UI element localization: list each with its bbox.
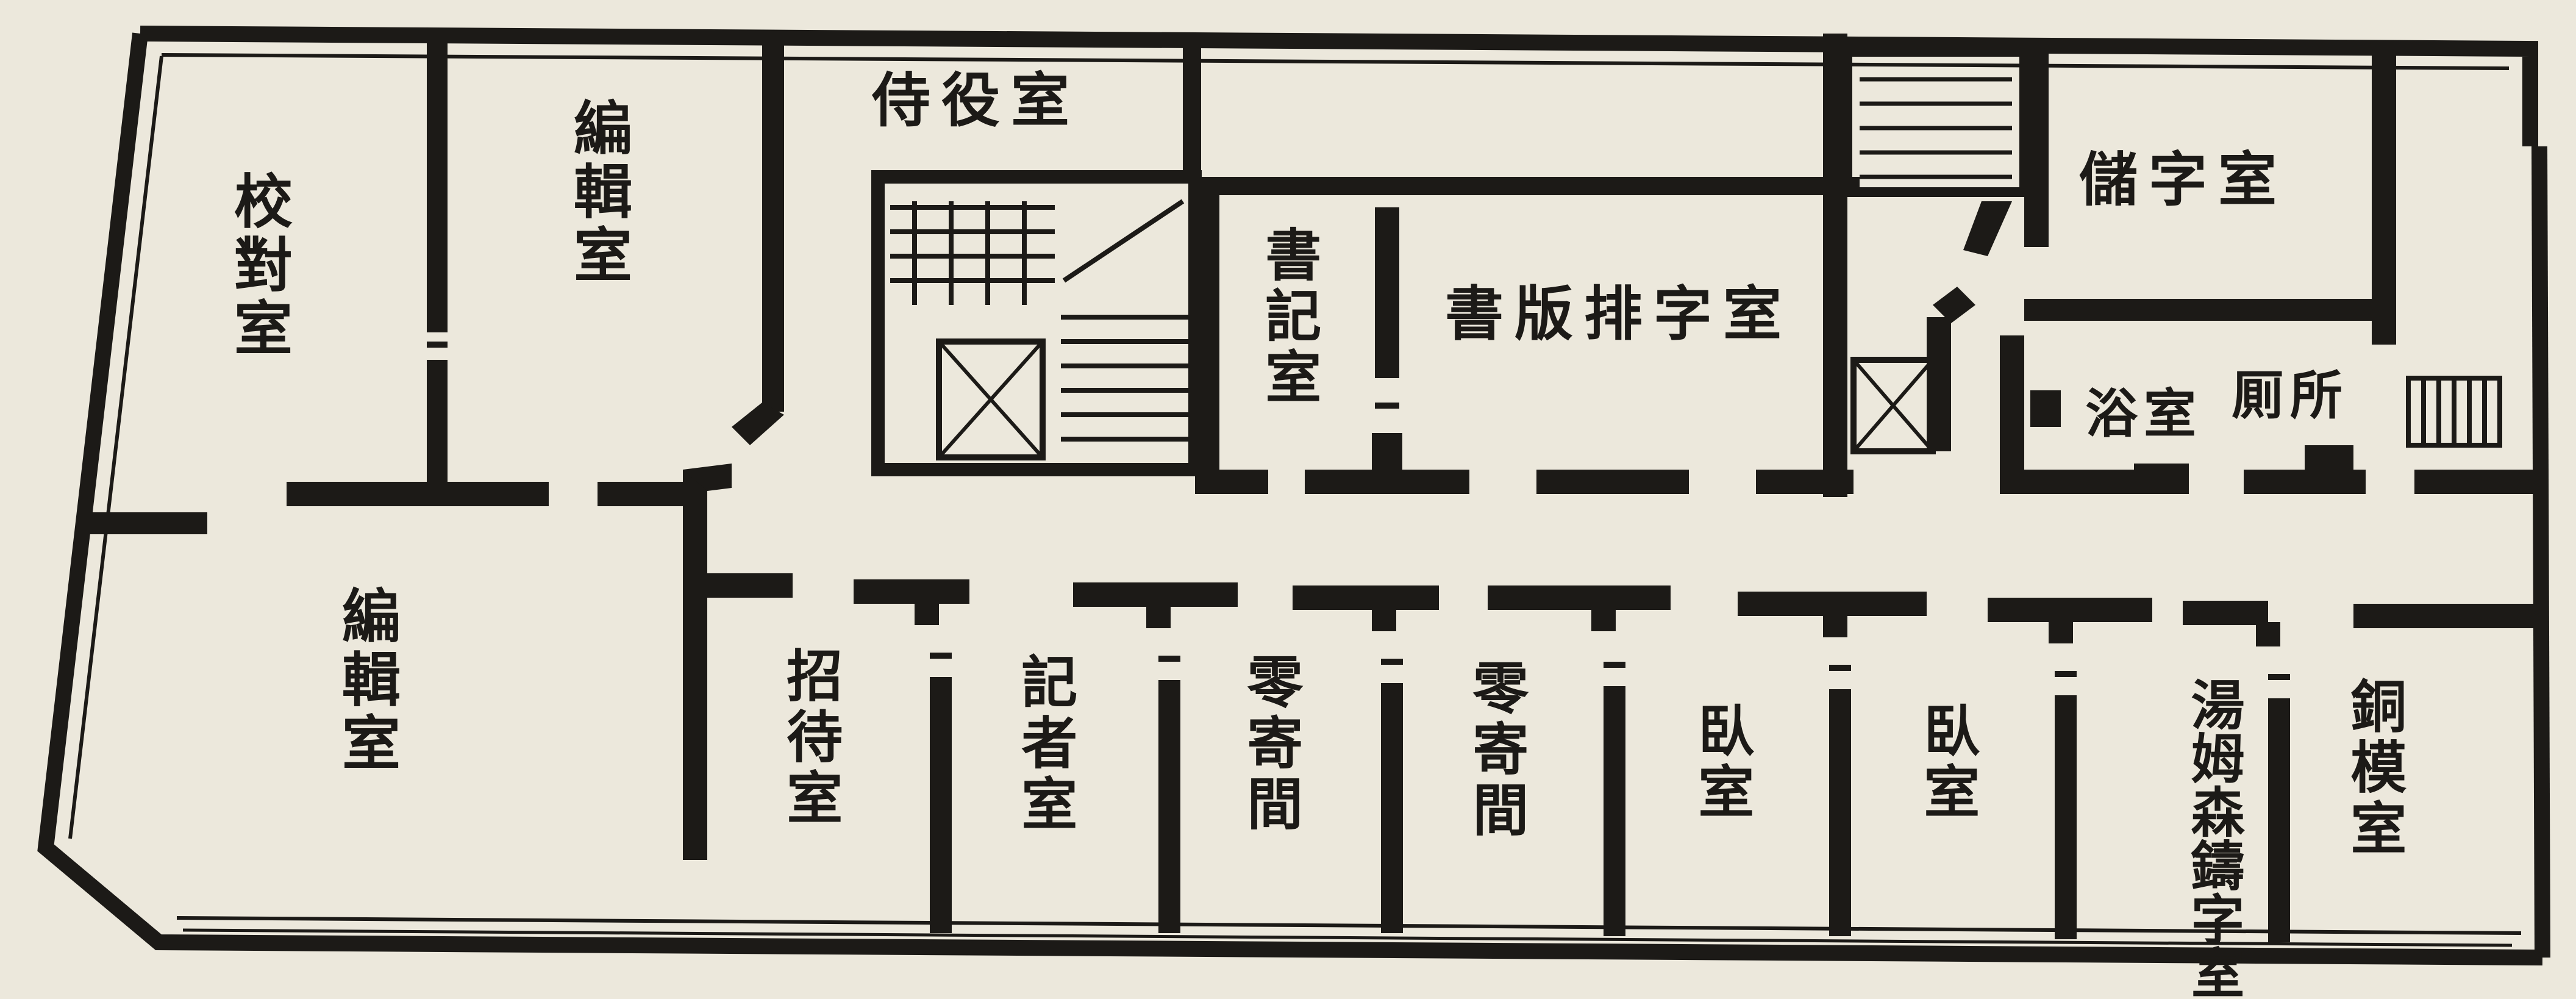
radiator (2406, 376, 2502, 448)
stair-treads-a (890, 201, 1055, 305)
corridor-lower-wall (707, 573, 2536, 628)
room-label-attendants: 侍役室 (872, 66, 1080, 135)
upper-right-stair-treads (1860, 77, 2012, 179)
bath-fixtures (2030, 390, 2353, 494)
bottom-window-strip (182, 928, 2513, 947)
upper-right-partitions (1927, 52, 2536, 494)
outer-wall-inner-lines (68, 53, 2522, 935)
room-label-toilet: 厠所 (2232, 365, 2349, 426)
room-label-copper-mould: 銅模室 (2341, 677, 2407, 860)
lower-room-partitions (930, 677, 2290, 942)
room-label-editorial-upper: 編輯室 (563, 98, 633, 288)
corridor-lower-wall-stubs (915, 601, 2280, 646)
stair-treads-b (1061, 315, 1195, 442)
room-label-proofreading: 校對室 (224, 171, 293, 361)
room-label-editorial-lower: 編輯室 (332, 585, 401, 776)
room-label-reporters: 記者室 (1011, 653, 1078, 836)
room-label-bedroom-1: 臥室 (1688, 701, 1755, 823)
outer-walls (37, 26, 2550, 965)
room-label-lodging-1: 零寄間 (1237, 653, 1304, 836)
room-label-lodging-2: 零寄間 (1463, 659, 1529, 842)
left-upper-partitions (85, 34, 784, 860)
room-label-bathroom: 浴室 (2085, 383, 2202, 445)
room-label-thomson-typecasting: 湯姆森鑄字室 (2182, 677, 2246, 999)
door-marks (427, 342, 2290, 680)
room-label-secretary: 書記室 (1255, 226, 1322, 409)
room-label-reception: 招待室 (777, 646, 843, 829)
room-label-bedroom-2: 臥室 (1914, 701, 1980, 823)
room-label-type-storage: 儲字室 (2079, 145, 2288, 214)
room-label-typesetting: 書版排字室 (1445, 279, 1793, 348)
